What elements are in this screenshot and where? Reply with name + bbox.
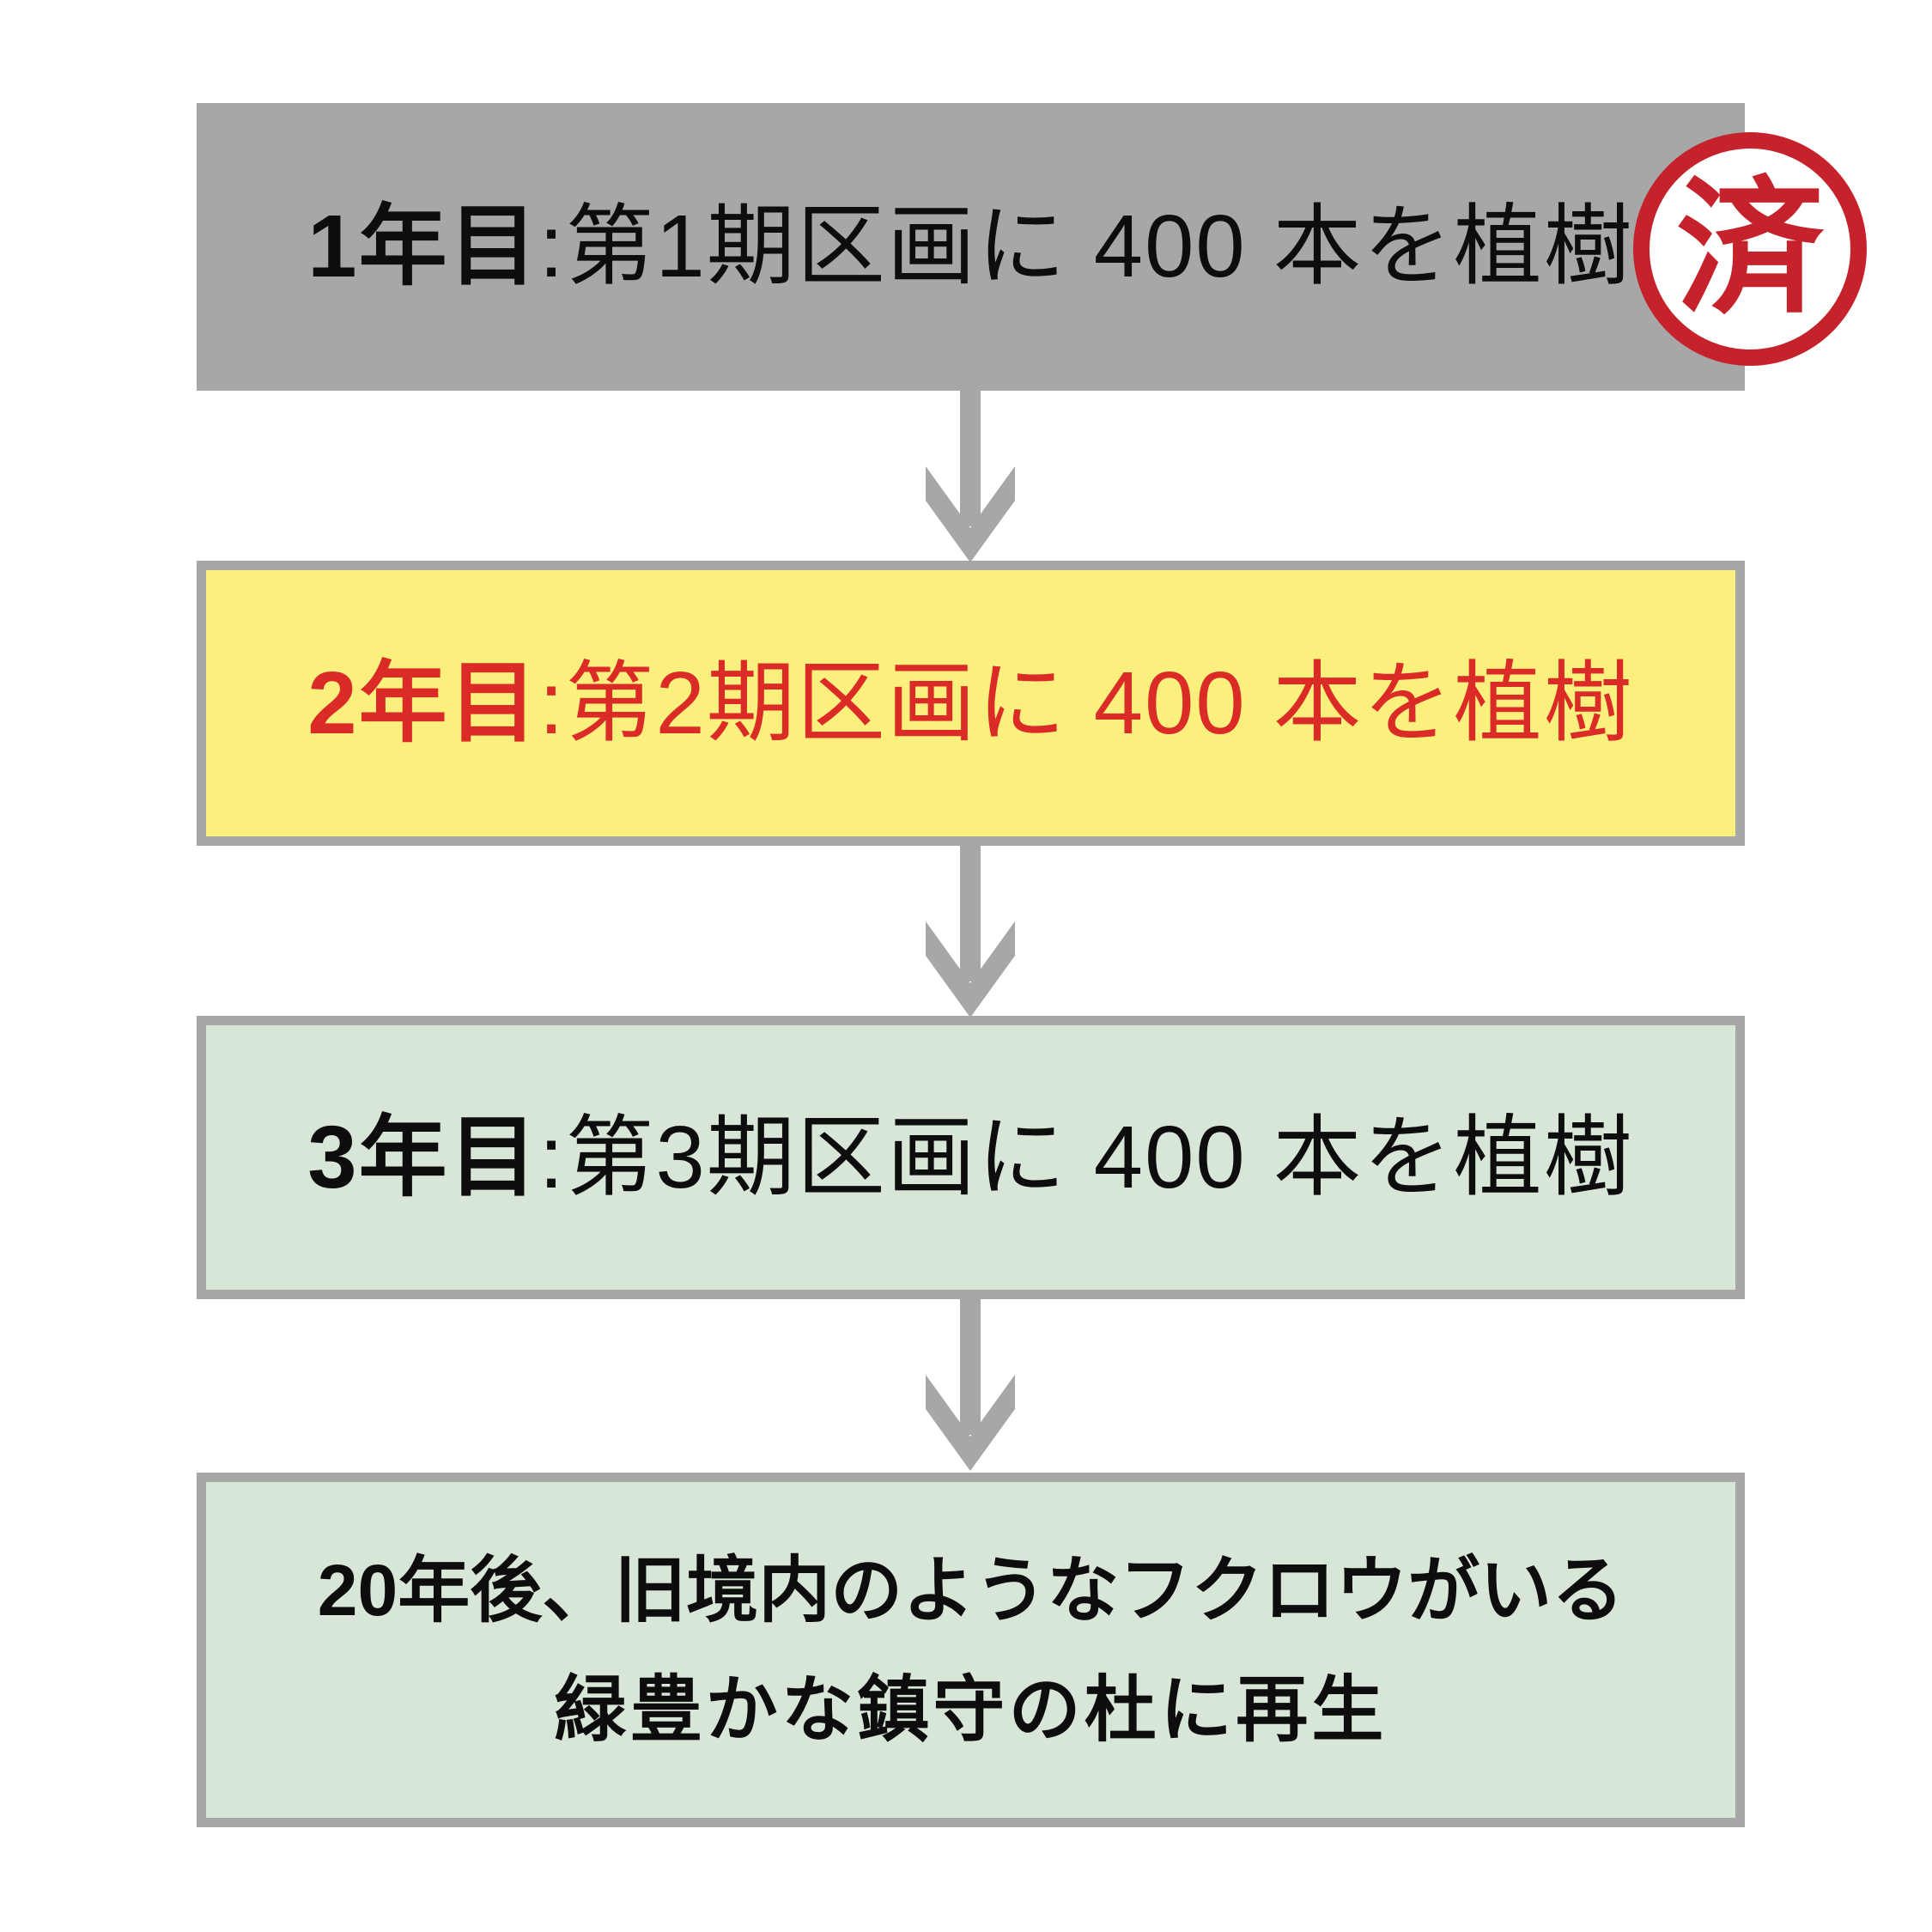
step-label-year1: 1年目:第1期区画に 400 本を植樹 [307, 196, 1633, 297]
done-stamp-character: 済 [1676, 167, 1824, 331]
step-label-year3-bold: 3年目 [307, 1107, 539, 1206]
step-box-goal: 20年後、旧境内のようなフクロウがいる 緑豊かな鎮守の杜に再生 [197, 1473, 1745, 1827]
step-label-year3-rest: :第3期区画に 400 本を植樹 [538, 1107, 1634, 1206]
step-box-year2: 2年目:第2期区画に 400 本を植樹 [197, 561, 1745, 846]
step-box-year1: 1年目:第1期区画に 400 本を植樹 [197, 103, 1745, 391]
step-label-year3: 3年目:第3期区画に 400 本を植樹 [307, 1107, 1633, 1208]
step-box-year3: 3年目:第3期区画に 400 本を植樹 [197, 1016, 1745, 1299]
step-label-year1-bold: 1年目 [307, 197, 539, 296]
step-label-year1-rest: :第1期区画に 400 本を植樹 [538, 197, 1634, 296]
goal-label-line1: 20年後、旧境内のようなフクロウがいる [317, 1550, 1625, 1631]
done-stamp-badge: 済 [1633, 132, 1867, 366]
goal-label-line2: 緑豊かな鎮守の杜に再生 [554, 1668, 1388, 1750]
down-arrow-icon [919, 846, 1022, 1018]
step-label-year2-rest: :第2期区画に 400 本を植樹 [538, 653, 1634, 752]
down-arrow-icon [919, 1299, 1022, 1471]
step-label-year2-bold: 2年目 [307, 653, 539, 752]
down-arrow-icon [919, 391, 1022, 562]
step-label-year2: 2年目:第2期区画に 400 本を植樹 [307, 653, 1633, 754]
